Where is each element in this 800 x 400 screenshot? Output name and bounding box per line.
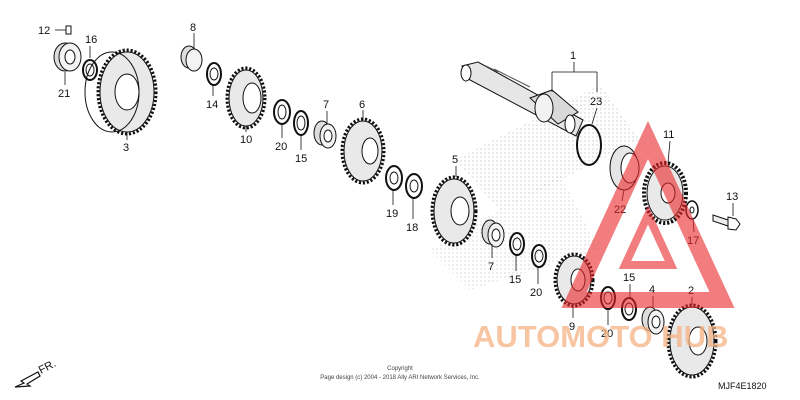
label-part-15c: 15 xyxy=(623,272,635,284)
copyright-line-1: Copyright xyxy=(387,366,413,372)
bushing-part-7-lower xyxy=(481,219,505,248)
copyright-line-2: Page design (c) 2004 - 2018 Ally ARI Net… xyxy=(320,375,480,381)
label-part-12: 12 xyxy=(38,25,50,37)
pin-part-12 xyxy=(65,25,72,35)
gear-part-5 xyxy=(430,175,478,247)
watermark-text: AUTOMOTO HUB xyxy=(473,319,728,354)
label-part-6: 6 xyxy=(359,99,365,111)
mainshaft xyxy=(460,61,584,137)
washer-part-16 xyxy=(82,59,98,81)
label-part-3: 3 xyxy=(123,142,129,154)
label-part-16: 16 xyxy=(85,34,97,46)
label-part-20b: 20 xyxy=(530,287,542,299)
diagram-code: MJF4E1820 xyxy=(718,381,767,391)
direction-label: FR. xyxy=(37,358,58,377)
washer-part-15-upper xyxy=(293,110,309,136)
gear-part-10 xyxy=(225,66,267,130)
label-part-11: 11 xyxy=(663,129,674,141)
shading-area-upper xyxy=(455,85,640,210)
watermark-triangle-icon xyxy=(561,120,735,308)
washer-part-14 xyxy=(206,62,222,86)
bushing-part-21 xyxy=(53,42,82,72)
label-part-9: 9 xyxy=(569,321,575,333)
washer-part-18 xyxy=(405,173,423,199)
bushing-part-4 xyxy=(641,306,665,335)
label-part-19: 19 xyxy=(386,208,398,220)
bushing-part-7-upper xyxy=(313,120,337,149)
watermark-logo: AUTOMOTO HUB xyxy=(473,120,735,354)
label-part-10: 10 xyxy=(240,134,252,146)
leader-lines xyxy=(55,29,734,325)
washer-part-19 xyxy=(385,165,403,191)
label-part-5: 5 xyxy=(452,154,458,166)
label-part-7a: 7 xyxy=(323,99,329,111)
bushing-part-8 xyxy=(180,45,203,72)
bolt-part-13 xyxy=(712,214,741,231)
label-part-14: 14 xyxy=(206,99,218,111)
ring-part-23 xyxy=(576,124,602,166)
label-part-21: 21 xyxy=(58,88,70,100)
label-part-20c: 20 xyxy=(601,328,613,340)
front-direction-arrow: FR. xyxy=(14,358,58,388)
washer-part-20-middle xyxy=(531,244,547,268)
label-part-7b: 7 xyxy=(488,261,494,273)
label-part-13: 13 xyxy=(726,191,738,203)
label-part-4: 4 xyxy=(649,284,655,296)
label-part-15b: 15 xyxy=(509,274,521,286)
label-part-18: 18 xyxy=(406,222,418,234)
label-part-1: 1 xyxy=(570,50,576,62)
washer-part-20-upper xyxy=(273,99,291,125)
washer-part-15-middle xyxy=(509,232,525,256)
label-part-15a: 15 xyxy=(295,153,307,165)
label-part-8: 8 xyxy=(190,22,196,34)
gear-part-2 xyxy=(666,303,718,379)
label-part-23: 23 xyxy=(590,96,602,108)
label-part-2: 2 xyxy=(688,285,694,297)
label-part-20a: 20 xyxy=(275,141,287,153)
gear-part-6 xyxy=(340,117,386,185)
